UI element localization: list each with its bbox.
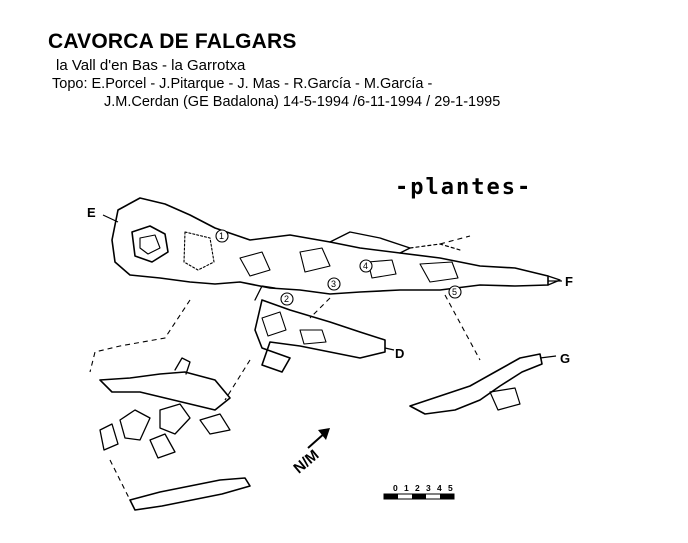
lower-network-outline <box>99 371 231 411</box>
map-title: CAVORCA DE FALGARS <box>48 30 297 53</box>
survey-link-4 <box>224 359 251 401</box>
north-arrow-icon <box>307 428 330 449</box>
bottom-gallery-outline <box>129 477 251 511</box>
entrance-label-g: G <box>560 351 570 366</box>
station-3-label: 3 <box>331 279 336 289</box>
entrance-label-d: D <box>395 346 404 361</box>
station-4-label: 4 <box>363 261 368 271</box>
main-gallery-outline <box>111 197 549 295</box>
survey-link-5 <box>109 459 131 501</box>
scale-bar <box>383 493 455 500</box>
gallery-g-outline <box>409 353 543 415</box>
survey-link-1 <box>89 299 191 373</box>
gallery-to-d-outline <box>254 299 386 373</box>
map-subtitle: la Vall d'en Bas - la Garrotxa <box>56 57 246 74</box>
entrance-chamber-detail <box>131 225 169 263</box>
station-4-marker <box>359 259 373 273</box>
station-2-marker <box>280 292 294 306</box>
scale-tick-4: 4 <box>437 483 442 493</box>
survey-link-2 <box>309 297 331 319</box>
topo-credits-line-2: J.M.Cerdan (GE Badalona) 14-5-1994 /6-11… <box>104 94 501 110</box>
scale-tick-3: 3 <box>426 483 431 493</box>
survey-link-3 <box>444 294 481 361</box>
station-5-label: 5 <box>452 287 457 297</box>
station-1-marker <box>215 229 229 243</box>
entrance-label-e: E <box>87 205 96 220</box>
scale-tick-0: 0 <box>393 483 398 493</box>
station-3-marker <box>327 277 341 291</box>
station-5-marker <box>448 285 462 299</box>
entrance-label-f: F <box>565 274 573 289</box>
section-label: -plantes- <box>395 175 533 200</box>
survey-link-6 <box>439 235 471 245</box>
station-1-label: 1 <box>219 231 224 241</box>
topo-credits-line-1: Topo: E.Porcel - J.Pitarque - J. Mas - R… <box>52 76 433 92</box>
north-label: N/M <box>290 446 322 477</box>
scale-tick-1: 1 <box>404 483 409 493</box>
station-2-label: 2 <box>284 294 289 304</box>
scale-tick-5: 5 <box>448 483 453 493</box>
scale-tick-2: 2 <box>415 483 420 493</box>
